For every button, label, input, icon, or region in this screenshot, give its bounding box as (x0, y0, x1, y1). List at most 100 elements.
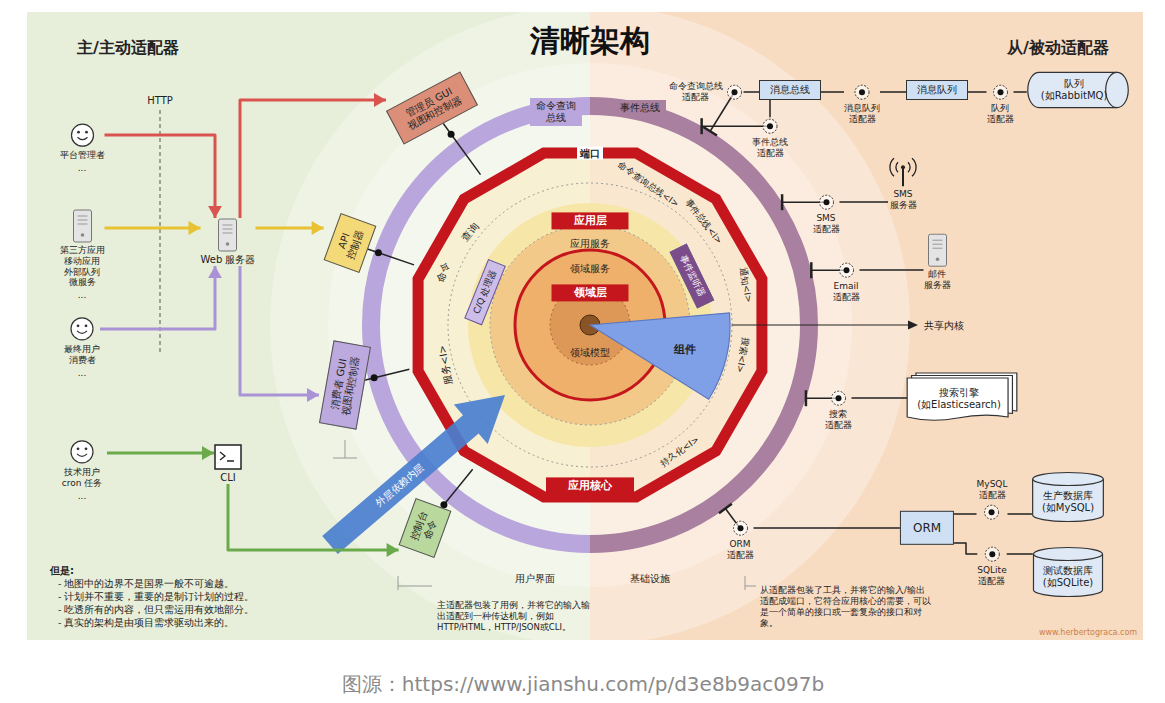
port-icon (837, 261, 855, 279)
node-text: ... (78, 163, 87, 174)
arrow-head (307, 388, 319, 402)
bus-box: 消息总线 (759, 80, 821, 100)
drawing-part (85, 131, 88, 134)
connector-line (968, 91, 987, 93)
protocol-label: HTTP (147, 94, 173, 107)
adapter-port: Email 适配器 (833, 261, 860, 303)
adapter-port: MySQL 适配器 (977, 479, 1008, 521)
node-text: SMS 服务器 (890, 189, 917, 211)
arrow-head (387, 543, 399, 557)
drawing-part (1033, 554, 1102, 561)
port-wires (345, 92, 846, 528)
node-text: 消息队列 适配器 (844, 103, 880, 125)
connector (105, 221, 201, 235)
adapter-box: 管理员 GUI 视图和控制器 (386, 72, 478, 145)
port-icon (983, 503, 1001, 521)
node-text: 邮件 服务器 (924, 269, 951, 291)
port-icon (983, 545, 1001, 563)
drawing-part (908, 321, 918, 330)
drawing-part (1033, 479, 1104, 486)
note-line: - 真实的架构是由项目需求驱动出来的。 (58, 617, 234, 629)
sms-server: SMS 服务器 (888, 155, 918, 211)
drawing-part (901, 165, 905, 169)
node-text: ... (78, 290, 87, 301)
queue-cylinder: 队列 (如RabbitMQ) (1027, 72, 1130, 108)
drawing-part (77, 324, 80, 327)
drawing-part (1033, 473, 1104, 522)
note-line: - 计划并不重要，重要的是制订计划的过程。 (58, 591, 254, 603)
drawing-part (843, 267, 849, 273)
connector (821, 92, 844, 93)
drawing-part (215, 445, 241, 469)
connector (840, 202, 889, 203)
node-text: SQLite 适配器 (977, 565, 1006, 587)
orm-box: ORM (900, 511, 954, 545)
port-dot (371, 374, 378, 381)
drawing-part (77, 131, 80, 134)
connector (1007, 554, 1033, 555)
server-icon (217, 218, 239, 252)
drawing-part (85, 447, 88, 450)
drawing-part (1106, 72, 1117, 107)
server-icon (71, 209, 93, 243)
port-label: 服务<I> (435, 344, 455, 385)
node-text: 事件总线 适配器 (752, 137, 788, 159)
drawing-part (767, 123, 773, 129)
drawing-part (839, 263, 853, 277)
adapter-port: 命令查询总线 适配器 (669, 81, 744, 103)
node-text: 命令查询 总线 (536, 100, 576, 124)
node-text: 技术用户 cron 任务 (57, 467, 107, 489)
connector (255, 221, 323, 235)
adapter-port: 队列 适配器 (987, 83, 1014, 125)
drawing-part (835, 395, 841, 401)
layer-band: 领域层 (552, 284, 629, 301)
layer-band: 应用核心 (546, 477, 634, 494)
actor: 平台管理者... (60, 122, 105, 174)
zone-label: 基础设施 (630, 572, 670, 585)
port-dodecagon (418, 153, 762, 497)
callout-text: 从适配器包装了工具，并将它的输入/输出适配成端口，它符合应用核心的需要，可以是一… (760, 585, 932, 629)
node-text: 领域层 (574, 286, 607, 299)
node-text: ... (78, 367, 87, 378)
port-icon (726, 83, 744, 101)
drawing-part (819, 195, 833, 209)
wedge-shape (585, 296, 735, 414)
http-boundary (160, 110, 161, 355)
bus-tag: 命令查询 总线 (530, 98, 582, 126)
connector (240, 266, 319, 402)
drawing-part (993, 85, 1007, 99)
arrow-head (189, 221, 201, 235)
actor: 最终用户 消费者... (64, 316, 100, 378)
port-label: 命令 (433, 260, 452, 283)
mail-server: 邮件 服务器 (924, 233, 951, 291)
node-text: 测试数据库 (如SQLite) (1043, 565, 1093, 589)
node-text: 队列 适配器 (987, 103, 1014, 125)
port-label: 事件总线<I> (682, 197, 724, 247)
connector (1014, 92, 1027, 93)
port-dot (375, 249, 382, 256)
port-wire (702, 125, 770, 127)
adapter-port: 事件总线 适配器 (752, 117, 788, 159)
drawing-part (831, 391, 845, 405)
drawing-part (737, 525, 743, 531)
drawing-part (1033, 548, 1102, 597)
connector (852, 398, 908, 399)
node-text: 应用层 (574, 214, 607, 227)
port-bar (700, 118, 703, 134)
drawing-part (77, 137, 87, 140)
listener-box: 事件监听器 (670, 244, 715, 309)
connector (100, 266, 222, 329)
node-text: MySQL 适配器 (977, 479, 1008, 501)
connector-line (228, 484, 399, 550)
connector-line (105, 135, 216, 218)
handler-box: C/Q 处理器 (464, 259, 506, 326)
connector (1007, 514, 1031, 515)
connector-line (769, 100, 771, 117)
drawing-part (732, 324, 910, 325)
actor: 第三方应用 移动应用 外部队列 微服务... (60, 209, 105, 301)
drawing-part (71, 441, 93, 463)
drawing-part (219, 219, 237, 251)
connector-line (1007, 513, 1031, 515)
watermark: www.herbertograca.com (1039, 628, 1137, 638)
drawing-part (823, 199, 829, 205)
